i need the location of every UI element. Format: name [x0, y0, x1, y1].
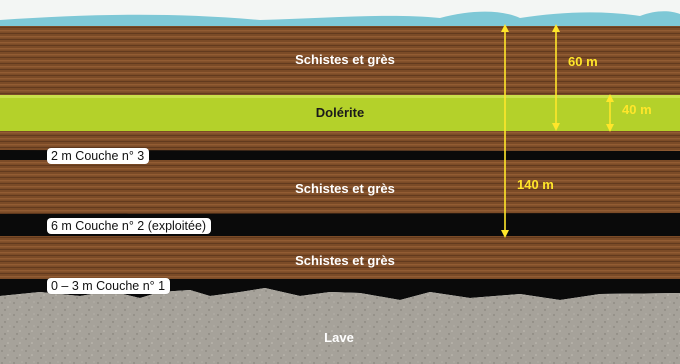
dimension-40m: 40 m	[622, 102, 652, 117]
dolerite-highlight	[0, 95, 680, 98]
label-lava: Lave	[324, 330, 354, 345]
schist-layer-middle	[0, 160, 680, 215]
label-schist-middle: Schistes et grès	[295, 181, 395, 196]
arrow-140m	[501, 24, 509, 238]
label-dolerite: Dolérite	[315, 105, 365, 120]
coal-seam-3	[0, 150, 680, 162]
water-surface	[0, 11, 680, 30]
lava-layer	[0, 288, 680, 364]
label-schist-upper: Schistes et grès	[295, 52, 395, 67]
dimension-60m: 60 m	[568, 54, 598, 69]
tag-seam-2: 6 m Couche n° 2 (exploitée)	[47, 218, 212, 234]
dolerite-layer	[0, 95, 680, 131]
label-schist-lower: Schistes et grès	[295, 253, 395, 268]
arrow-60m	[552, 24, 560, 131]
schist-layer-thin	[0, 131, 680, 151]
dimension-140m: 140 m	[517, 177, 554, 192]
tag-seam-1: 0 – 3 m Couche n° 1	[47, 278, 171, 294]
tag-seam-3: 2 m Couche n° 3	[47, 148, 150, 164]
schist-layer-lower	[0, 236, 680, 280]
schist-layer-upper	[0, 26, 680, 96]
arrow-40m	[606, 94, 614, 132]
